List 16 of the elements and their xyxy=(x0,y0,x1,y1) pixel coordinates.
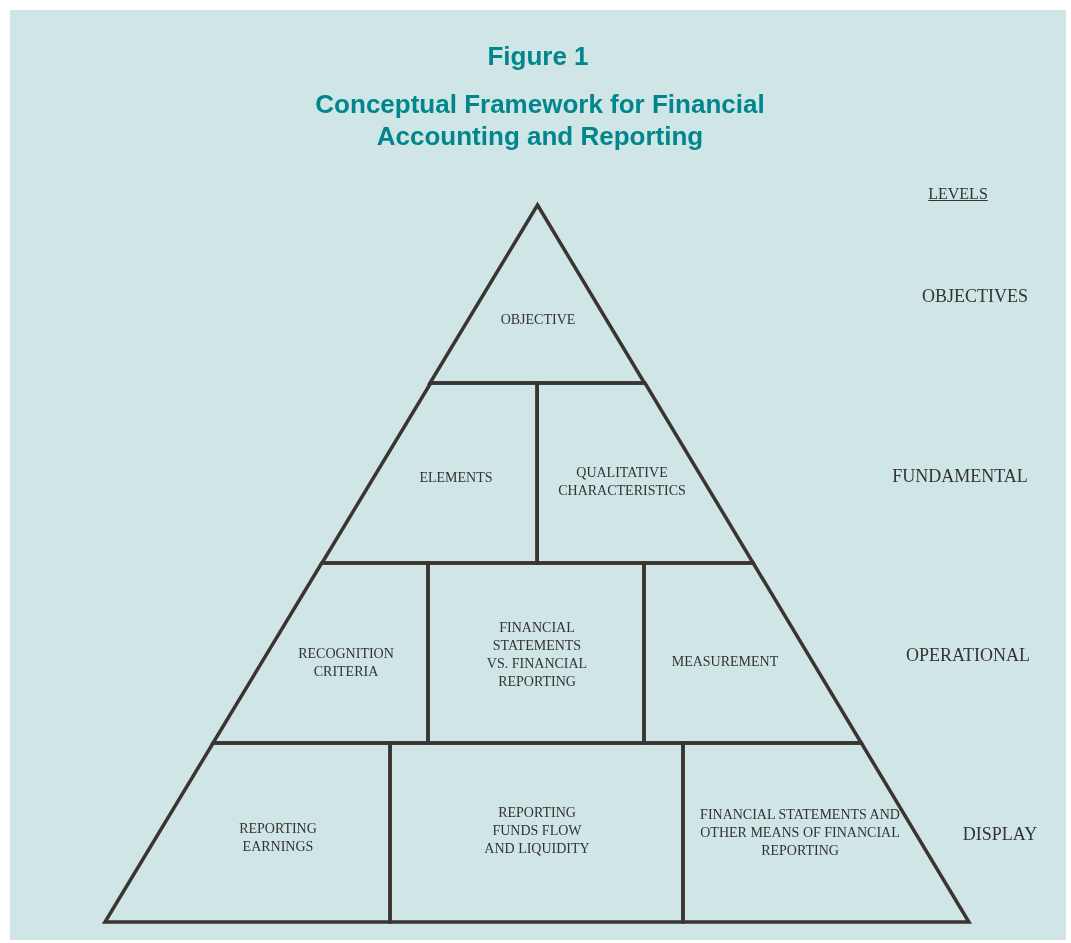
section-label: QUALITATIVE CHARACTERISTICS xyxy=(557,464,687,500)
section-label: OBJECTIVE xyxy=(499,311,577,329)
section-label: FINANCIAL STATEMENTS VS. FINANCIAL REPORTING xyxy=(485,619,589,691)
section-label: REPORTING EARNINGS xyxy=(238,820,318,856)
level-label: DISPLAY xyxy=(962,823,1038,845)
level-label: FUNDAMENTAL xyxy=(892,465,1028,487)
diagram-title: Conceptual Framework for Financial Accounting and Reporting xyxy=(314,88,766,152)
level-label: OBJECTIVES xyxy=(922,285,1028,307)
section-label: REPORTING FUNDS FLOW AND LIQUIDITY xyxy=(483,804,591,858)
level-label: OPERATIONAL xyxy=(906,644,1030,666)
section-label: FINANCIAL STATEMENTS AND OTHER MEANS OF FINANCIAL REPORTING xyxy=(699,806,901,860)
section-label: RECOGNITION CRITERIA xyxy=(297,645,395,681)
section-label: ELEMENTS xyxy=(418,469,494,487)
figure-number: Figure 1 xyxy=(486,41,590,72)
section-label: MEASUREMENT xyxy=(670,653,780,671)
column-heading: LEVELS xyxy=(928,185,988,203)
